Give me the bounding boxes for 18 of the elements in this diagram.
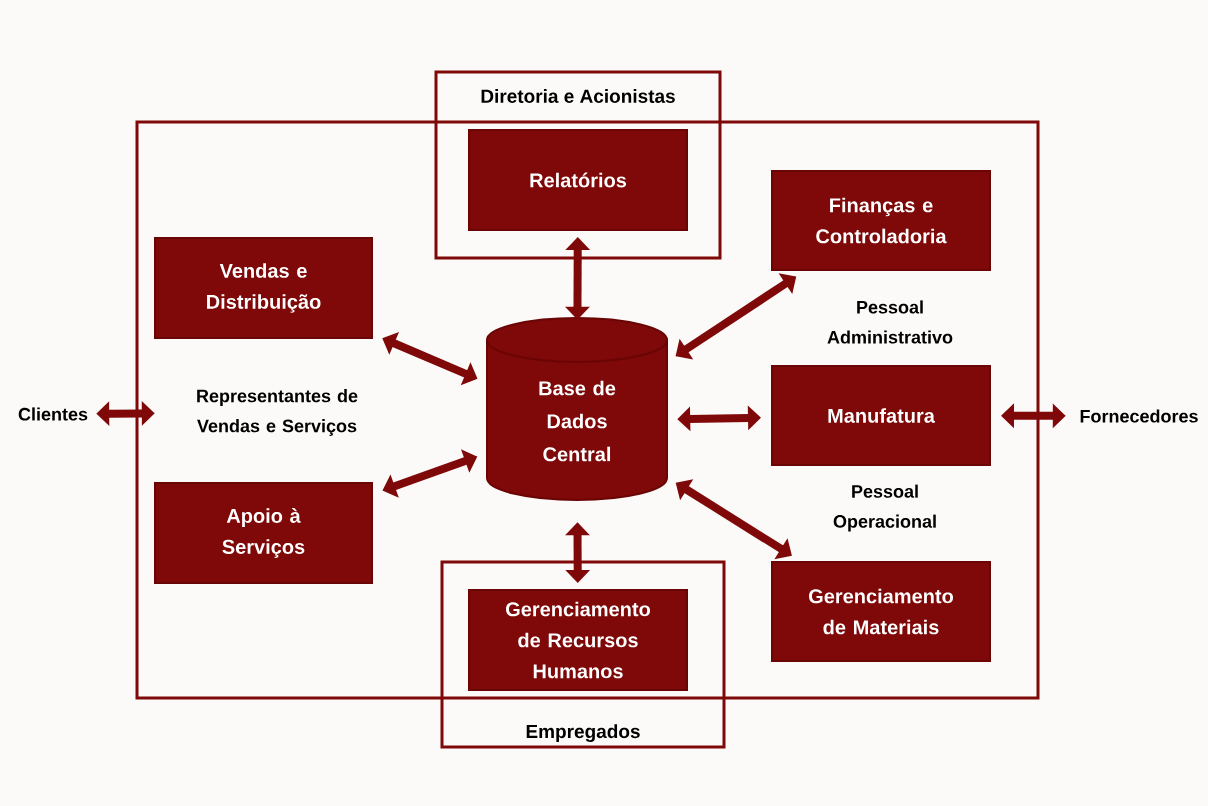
double-arrow — [1001, 403, 1066, 429]
outer-frame — [135, 120, 1040, 700]
process-box: Finanças e Controladoria — [771, 170, 991, 271]
process-box: Gerenciamento de Materiais — [771, 561, 991, 662]
double-arrow — [565, 522, 591, 583]
process-box: Vendas e Distribuição — [154, 237, 373, 339]
process-box: Apoio à Serviços — [154, 482, 373, 584]
bare-text: Representantes de Vendas e Serviços — [197, 389, 358, 436]
process-box: Manufatura — [771, 365, 991, 466]
double-arrow — [677, 405, 761, 432]
double-arrow — [96, 401, 155, 427]
group-label: Pessoal Operacional — [833, 484, 936, 532]
bare-text: Fornecedores — [1080, 409, 1198, 423]
process-box: Gerenciamento de Recursos Humanos — [468, 589, 688, 691]
process-box: Relatórios — [468, 129, 688, 231]
database-cylinder: Base de Dados Central — [486, 317, 668, 501]
group-label: Pessoal Administrativo — [827, 300, 953, 344]
bare-text: Clientes — [18, 407, 88, 421]
